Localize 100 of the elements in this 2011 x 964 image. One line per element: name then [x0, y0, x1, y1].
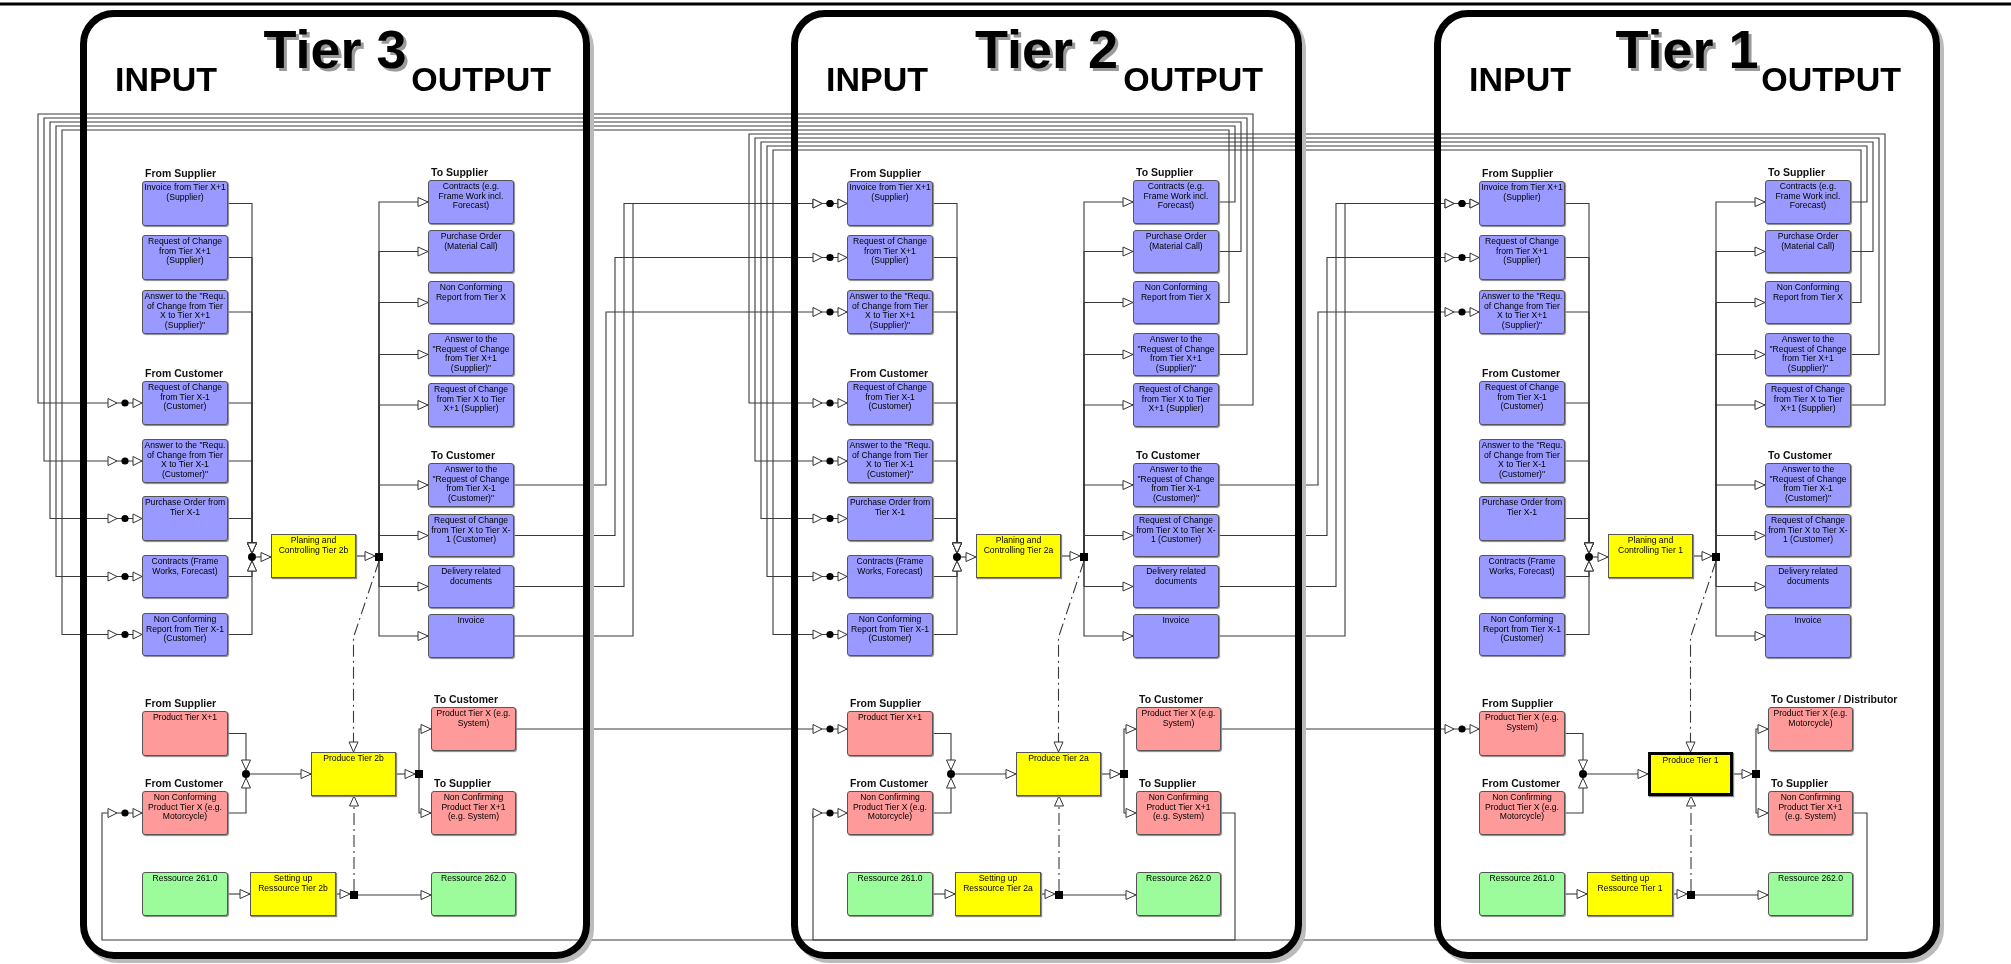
junction-square [1080, 553, 1088, 561]
arrow [227, 777, 251, 814]
column-heading: INPUT [826, 61, 928, 97]
group-heading: To Customer [1136, 449, 1200, 461]
function-box [250, 872, 336, 916]
product-box [847, 791, 933, 835]
information-box [142, 613, 228, 656]
box-label: Answer to the "Request of Change from Tier X-1 (Customer)" [1768, 464, 1848, 504]
box-label: Product Tier X+1 [856, 712, 924, 723]
arrow [1123, 724, 1137, 771]
arrow [101, 808, 1236, 941]
box-label: Answer to the "Requ. of Change from Tier X to Tier X+1 (Supplier)" [848, 291, 932, 331]
information-box [847, 555, 933, 598]
box-label: Request of Change from Tier X-1 (Customer) [1483, 382, 1561, 413]
box-label: Ressource 262.0 [1145, 873, 1212, 884]
information-box [428, 614, 514, 658]
product-box [431, 707, 516, 751]
box-label: Planing and Controlling Tier 2b [277, 535, 350, 556]
information-box [428, 180, 514, 224]
product-box [142, 791, 228, 835]
group-heading: From Supplier [145, 167, 217, 179]
junction-square [375, 553, 383, 561]
arrow [513, 252, 848, 537]
group-heading: To Customer [1768, 449, 1832, 461]
arrow [227, 517, 257, 554]
product-box [847, 711, 933, 756]
arrow [255, 552, 272, 562]
junction-dot [242, 770, 250, 778]
box-label: Contracts (e.g. Frame Work incl. Forecast) [437, 181, 505, 212]
information-box [847, 181, 933, 226]
box-label: Product Tier X (e.g. System) [435, 708, 512, 729]
box-label: Product Tier X+1 [151, 712, 219, 723]
junction-dot [947, 770, 955, 778]
group-heading: To Customer / Distributor [1771, 693, 1898, 705]
box-label: Request of Change from Tier X to Tier X+1 (Supplier) [1769, 384, 1847, 415]
product-box [1136, 707, 1221, 751]
tier-title: Tier 3 [262, 21, 408, 77]
box-label: Non Confirming Product Tier X (e.g. Motorcycle) [1483, 792, 1560, 823]
function-box [976, 534, 1061, 578]
arrow [748, 133, 1886, 408]
box-label: Answer to the "Request of Change from Tier X-1 (Customer)" [431, 464, 511, 504]
group-heading: To Supplier [1139, 777, 1196, 789]
junction-square [1687, 891, 1695, 899]
box-label: Ressource 261.0 [856, 873, 924, 884]
box-label: Produce Tier 2a [1027, 753, 1090, 764]
arrow [1672, 889, 1688, 899]
box-label: Non Confirming Product Tier X (e.g. Motorcycle) [851, 792, 928, 823]
arrow [1694, 890, 1769, 900]
junction-dot [248, 553, 256, 561]
arrow [1586, 769, 1649, 779]
box-label: Planing and Controlling Tier 1 [1617, 535, 1684, 556]
product-box [1768, 791, 1853, 835]
box-label: Contracts (e.g. Frame Work incl. Forecast) [1142, 181, 1210, 212]
group-heading: From Supplier [850, 697, 922, 709]
box-label: Delivery related documents [440, 566, 502, 587]
box-label: Product Tier X (e.g. Motorcycle) [1772, 708, 1849, 729]
box-label: Request of Change from Tier X+1 (Supplier) [146, 236, 224, 267]
junction-dot [1579, 770, 1587, 778]
arrow [1564, 517, 1594, 554]
function-box [1587, 872, 1673, 916]
column-heading: INPUT [1469, 61, 1571, 97]
arrow [418, 724, 432, 771]
arrow [37, 113, 1254, 408]
information-box [142, 235, 228, 280]
information-box [428, 565, 514, 608]
group-heading: To Supplier [1771, 777, 1828, 789]
group-heading: To Supplier [1136, 166, 1193, 178]
junction-square [1752, 770, 1760, 778]
resource-box [142, 872, 228, 916]
information-box [1479, 496, 1565, 541]
box-label: Ressource 261.0 [151, 873, 219, 884]
arrow [1218, 307, 1480, 486]
box-label: Produce Tier 2b [322, 753, 385, 764]
junction-dot [1585, 553, 1593, 561]
product-box [1479, 791, 1565, 835]
group-heading: To Supplier [431, 166, 488, 178]
information-box [428, 383, 514, 427]
information-box [1133, 180, 1219, 224]
product-box [1768, 707, 1853, 751]
box-label: Purchase Order (Material Call) [1776, 231, 1840, 252]
box-label: Non Confirming Product Tier X+1 (e.g. System) [1145, 792, 1212, 823]
function-box [1608, 534, 1693, 578]
arrow [1592, 552, 1609, 562]
box-label: Answer to the "Requ. of Change from Tier X to Tier X+1 (Supplier)" [1480, 291, 1564, 331]
box-label: Request of Change from Tier X+1 (Supplier) [851, 236, 929, 267]
arrow [513, 307, 848, 486]
dashed-arrow [1053, 560, 1085, 753]
information-box [847, 496, 933, 541]
information-box [428, 514, 514, 557]
box-label: Invoice [456, 615, 486, 626]
box-label: Request of Change from Tier X-1 (Customer) [146, 382, 224, 413]
box-label: Non Conforming Product Tier X (e.g. Motorcycle) [146, 792, 223, 823]
box-label: Purchase Order (Material Call) [439, 231, 503, 252]
box-label: Non Conforming Report from Tier X [434, 282, 508, 303]
arrow [1715, 560, 1766, 641]
box-label: Purchase Order from Tier X-1 [848, 497, 932, 518]
information-box [847, 235, 933, 280]
dashed-arrow [1686, 795, 1696, 892]
column-heading: OUTPUT [411, 61, 551, 97]
information-box [142, 496, 228, 541]
